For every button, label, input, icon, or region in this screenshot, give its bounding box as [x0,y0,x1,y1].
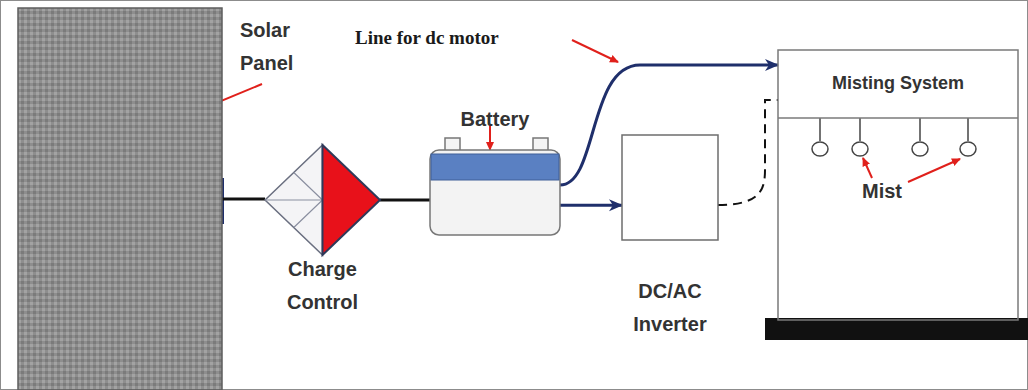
charge-controller: Charge Control [265,145,380,255]
mist-label: Mist [862,180,902,203]
mist-nozzles [812,118,976,156]
leader-arrows [180,40,960,182]
solar-panel-shape [18,8,222,390]
node-label: Battery [430,103,560,136]
line-label: Line for dc motor [355,27,499,49]
diamond-left [265,145,323,255]
wire-connector [222,198,265,201]
dashed-connector [718,100,778,205]
battery-band [431,154,559,180]
wire-connector [560,204,622,207]
node-label: Solar Panel [240,14,320,80]
battery-box-shape [430,150,560,235]
diamond-red [323,145,381,255]
inverter-box-shape [622,135,718,240]
node-label: DC/AC Inverter [612,275,728,341]
battery-terminal [533,138,548,151]
inverter-outline [622,135,718,240]
inverter-box: DC/AC Inverter [622,135,718,240]
diamond-inner [265,199,323,200]
base-plate [765,318,1028,340]
node-label: Misting System [778,67,1018,100]
battery-box: Battery [430,150,560,235]
battery-body [430,150,560,235]
charge-controller-shape [265,145,380,255]
panel-cells [18,8,222,390]
battery-terminal [445,138,460,151]
wire-connector [380,199,430,202]
solar-panel: Solar Panel [18,8,222,390]
misting-outline [778,50,1018,320]
misting-divider [778,117,1018,119]
node-label: Charge Control [260,253,385,319]
